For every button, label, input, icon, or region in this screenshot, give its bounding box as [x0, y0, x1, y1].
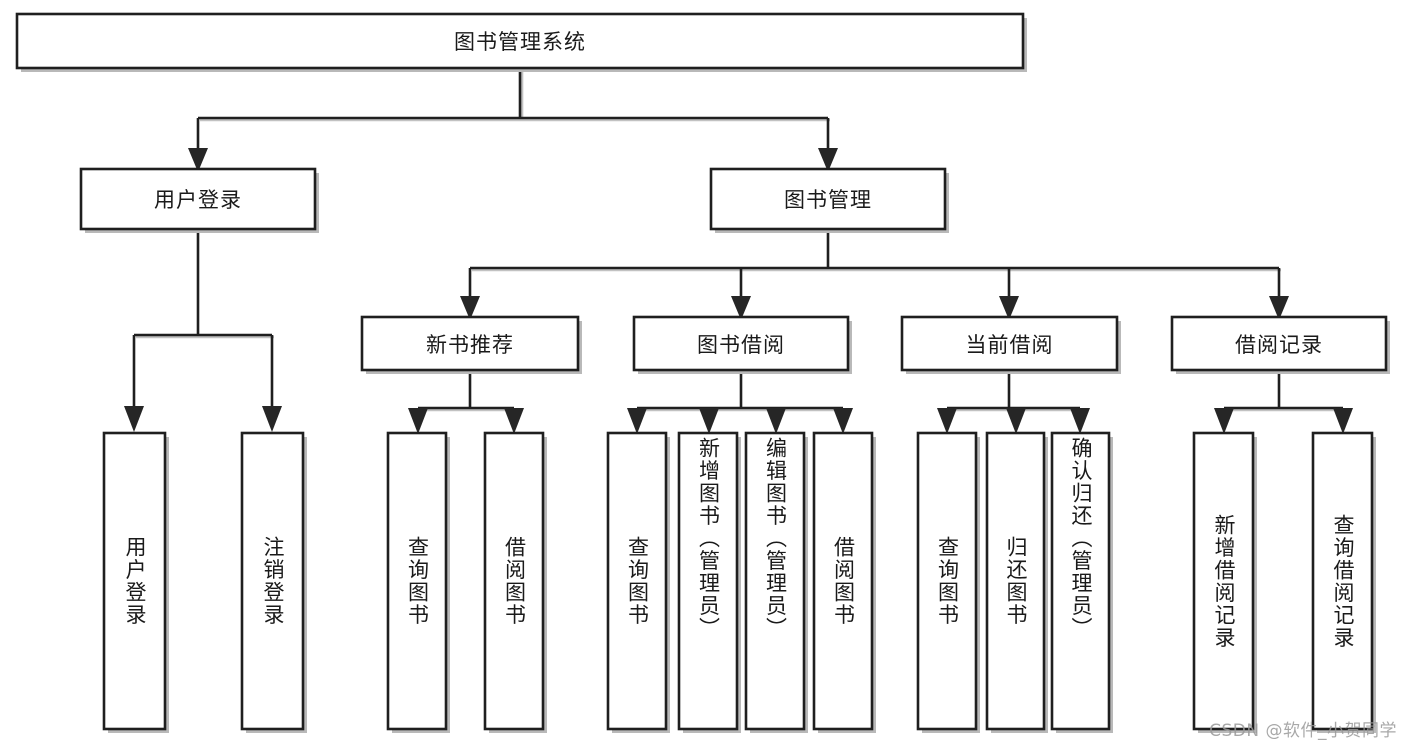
node-rect[interactable]	[386, 431, 448, 731]
arrow-head-icon	[699, 408, 719, 434]
arrow-head-icon	[1214, 408, 1234, 434]
node-rect[interactable]	[632, 315, 850, 372]
node-rect[interactable]	[240, 431, 305, 731]
node-rect[interactable]	[483, 431, 545, 731]
arrow-head-icon	[627, 408, 647, 434]
node-rect[interactable]	[79, 167, 317, 231]
node-rect[interactable]	[709, 167, 947, 231]
edge-group-bookborrow-to-leaves	[627, 374, 853, 434]
node-rect[interactable]	[916, 431, 978, 731]
node-rect[interactable]	[985, 431, 1046, 731]
node-leaf-edit-book[interactable]	[744, 431, 808, 733]
node-leaf-logout-login[interactable]	[240, 431, 307, 733]
node-rect[interactable]	[1311, 431, 1374, 731]
node-leaf-borrow-book-2[interactable]	[812, 431, 876, 733]
arrow-head-icon	[999, 296, 1019, 320]
edge-group-borrowrecord-to-leaves	[1214, 374, 1353, 434]
node-user-login[interactable]	[79, 167, 319, 233]
edge-group-newbook-to-leaves	[408, 374, 524, 434]
node-rect[interactable]	[1192, 431, 1255, 731]
node-leaf-query-record[interactable]	[1311, 431, 1376, 733]
node-leaf-borrow-book-1[interactable]	[483, 431, 547, 733]
arrow-head-icon	[937, 408, 957, 434]
csdn-watermark: CSDN @软件_小贺同学	[1209, 721, 1397, 741]
node-rect[interactable]	[744, 431, 806, 731]
arrow-head-icon	[262, 406, 282, 432]
arrow-head-icon	[124, 406, 144, 432]
node-leaf-query-book-1[interactable]	[386, 431, 450, 733]
arrow-head-icon	[818, 148, 838, 172]
arrow-head-icon	[460, 296, 480, 320]
edge-group-bookmgmt-to-level3	[460, 233, 1289, 320]
node-book-borrow[interactable]	[632, 315, 852, 374]
arrow-head-icon	[188, 148, 208, 172]
node-leaf-query-book-3[interactable]	[916, 431, 980, 733]
arrow-head-icon	[833, 408, 853, 434]
node-leaf-return-book[interactable]	[985, 431, 1048, 733]
arrow-head-icon	[504, 408, 524, 434]
node-rect[interactable]	[1170, 315, 1388, 372]
node-leaf-confirm-return[interactable]	[1050, 431, 1113, 733]
arrow-head-icon	[1006, 408, 1026, 434]
node-rect[interactable]	[677, 431, 739, 731]
edge-group-root-to-level2	[188, 68, 838, 172]
arrow-head-icon	[1269, 296, 1289, 320]
node-current-borrow[interactable]	[900, 315, 1121, 374]
node-root[interactable]	[15, 12, 1027, 72]
node-rect[interactable]	[606, 431, 668, 731]
node-new-book-recommend[interactable]	[360, 315, 582, 374]
arrow-head-icon	[1333, 408, 1353, 434]
node-book-management[interactable]	[709, 167, 949, 233]
arrow-head-icon	[408, 408, 428, 434]
node-rect[interactable]	[900, 315, 1119, 372]
node-rect[interactable]	[812, 431, 874, 731]
node-leaf-query-book-2[interactable]	[606, 431, 670, 733]
node-borrow-record[interactable]	[1170, 315, 1390, 374]
node-rect[interactable]	[1050, 431, 1111, 731]
node-rect[interactable]	[15, 12, 1025, 70]
node-leaf-add-record[interactable]	[1192, 431, 1257, 733]
node-rect[interactable]	[360, 315, 580, 372]
node-rect[interactable]	[102, 431, 167, 731]
node-leaf-user-login[interactable]	[102, 431, 169, 733]
arrow-head-icon	[1070, 408, 1090, 434]
arrow-head-icon	[766, 408, 786, 434]
edge-group-userlogin-to-leaves	[124, 233, 282, 432]
arrow-head-icon	[731, 296, 751, 320]
edge-group-currentborrow-to-leaves	[937, 374, 1090, 434]
node-leaf-add-book[interactable]	[677, 431, 741, 733]
